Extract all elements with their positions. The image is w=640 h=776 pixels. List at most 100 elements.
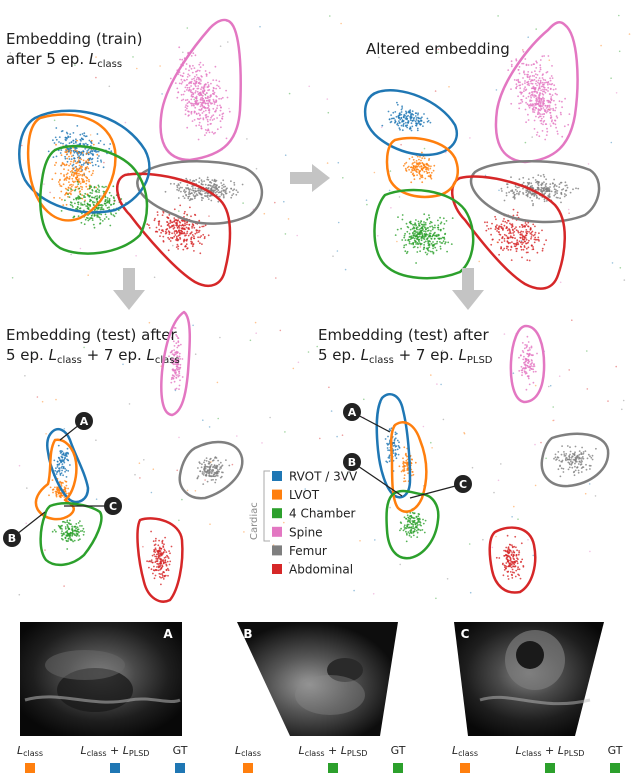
embedding-point (434, 226, 436, 229)
embedding-point (542, 123, 544, 126)
embedding-point (216, 84, 219, 87)
embedding-point (533, 127, 536, 130)
embedding-point (410, 523, 413, 525)
embedding-point (550, 75, 553, 77)
embedding-point (279, 329, 282, 332)
embedding-point (84, 192, 87, 195)
embedding-point (60, 164, 63, 167)
embedding-point (540, 117, 543, 120)
embedding-point (67, 538, 70, 540)
embedding-point (160, 567, 163, 569)
embedding-point (415, 160, 418, 162)
embedding-point (532, 204, 534, 207)
embedding-point (543, 175, 546, 178)
embedding-point (388, 189, 391, 192)
embedding-point (198, 181, 201, 184)
embedding-point (539, 101, 541, 104)
embedding-point (517, 69, 520, 71)
embedding-point (539, 109, 542, 112)
embedding-point (185, 226, 188, 229)
embedding-point (413, 527, 415, 530)
embedding-point (408, 240, 411, 243)
embedding-point (193, 191, 196, 194)
embedding-point (510, 60, 513, 63)
embedding-point (405, 452, 407, 455)
embedding-point (507, 575, 509, 577)
embedding-point (89, 157, 92, 160)
embedding-point (178, 82, 181, 85)
embedding-point (419, 222, 422, 224)
embedding-point (555, 185, 558, 188)
embedding-point (532, 554, 534, 557)
embedding-point (410, 181, 413, 184)
embedding-point (53, 529, 56, 531)
embedding-point (550, 83, 553, 86)
embedding-point (173, 354, 176, 357)
legend-label: Spine (289, 525, 323, 539)
embedding-point (186, 247, 189, 250)
embedding-point (526, 353, 529, 355)
embedding-point (421, 232, 424, 235)
embedding-point (104, 198, 107, 201)
embedding-point (167, 230, 170, 233)
embedding-point (595, 447, 597, 450)
embedding-point (188, 86, 191, 89)
embedding-point (571, 455, 574, 458)
embedding-point (175, 367, 178, 370)
embedding-point (549, 111, 552, 114)
embedding-point (92, 223, 95, 226)
embedding-point (538, 103, 540, 106)
embedding-point (72, 139, 75, 142)
embedding-point (36, 396, 39, 398)
embedding-point (417, 163, 419, 165)
embedding-point (522, 358, 525, 361)
embedding-point (198, 69, 201, 72)
embedding-point (162, 240, 165, 242)
embedding-point (70, 141, 73, 144)
embedding-point (75, 523, 78, 525)
embedding-point (538, 97, 541, 100)
embedding-point (554, 119, 557, 122)
embedding-point (157, 544, 160, 547)
embedding-point (565, 189, 568, 192)
embedding-point (186, 98, 189, 101)
embedding-point (178, 227, 181, 229)
embedding-point (534, 443, 536, 446)
embedding-point (207, 234, 210, 237)
embedding-point (184, 222, 186, 225)
embedding-point (530, 345, 533, 348)
embedding-point (407, 526, 410, 529)
embedding-point (437, 48, 440, 51)
embedding-point (505, 245, 508, 248)
embedding-point (518, 102, 520, 105)
embedding-point (162, 560, 165, 563)
embedding-point (201, 99, 204, 102)
embedding-point (628, 33, 631, 35)
embedding-point (428, 214, 430, 217)
embedding-point (68, 158, 71, 160)
embedding-point (545, 457, 547, 460)
cluster-lvot-outline (34, 438, 78, 521)
embedding-point (187, 193, 190, 196)
embedding-point (566, 458, 569, 461)
embedding-point (175, 376, 178, 379)
embedding-point (559, 181, 562, 184)
embedding-point (198, 191, 200, 194)
embedding-point (510, 226, 513, 229)
embedding-point (132, 56, 134, 58)
embedding-point (554, 103, 557, 106)
embedding-point (287, 218, 290, 220)
embedding-point (186, 102, 189, 105)
embedding-point (233, 188, 236, 191)
embedding-point (538, 94, 540, 96)
title-test-left-line2: 5 ep. Lclass + 7 ep. Lclass (6, 346, 180, 366)
embedding-point (413, 223, 416, 226)
embedding-point (79, 174, 82, 176)
embedding-point (540, 183, 543, 186)
embedding-point (542, 99, 545, 101)
embedding-point (546, 190, 549, 193)
embedding-point (410, 166, 413, 169)
embedding-point (437, 219, 439, 222)
embedding-point (444, 232, 447, 235)
embedding-point (214, 180, 217, 183)
